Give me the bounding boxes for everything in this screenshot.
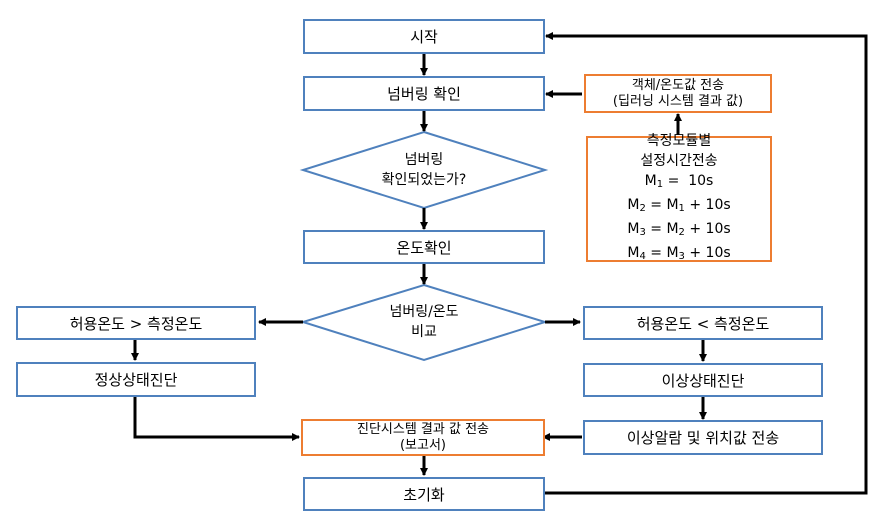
decision-compare-diamond	[299, 283, 549, 362]
result-send-line2: (보고서)	[399, 437, 447, 453]
module-formula-m4: M4 = M3 + 10s	[627, 245, 731, 262]
object-temp-send-line1: 객체/온도값 전송	[631, 77, 725, 93]
start-box: 시작	[303, 19, 545, 54]
normal-diag-label: 정상상태진단	[94, 371, 178, 389]
result-send-box: 진단시스템 결과 값 전송 (보고서)	[301, 419, 545, 456]
alarm-send-box: 이상알람 및 위치값 전송	[583, 420, 823, 455]
decision-compare-label: 넘버링/온도 비교	[324, 302, 524, 342]
alarm-send-label: 이상알람 및 위치값 전송	[626, 429, 780, 447]
decision-numbered-line1: 넘버링	[404, 152, 444, 168]
decision-numbered-label: 넘버링 확인되었는가?	[324, 150, 524, 190]
left-condition-box: 허용온도 > 측정온도	[16, 306, 256, 340]
reset-label: 초기화	[403, 485, 445, 504]
arrow-reset-loop-to-start	[545, 32, 868, 495]
numbering-check-label: 넘버링 확인	[387, 85, 461, 103]
numbering-check-box: 넘버링 확인	[303, 76, 545, 111]
module-formula-m1: M1 = 10s	[644, 173, 714, 190]
object-temp-send-line2: (딥러닝 시스템 결과 값)	[612, 93, 744, 109]
normal-diag-box: 정상상태진단	[16, 362, 256, 397]
module-time-line2: 설정시간전송	[640, 153, 718, 169]
decision-numbered-line2: 확인되었는가?	[381, 172, 467, 188]
decision-compare-line1: 넘버링/온도	[389, 304, 459, 320]
temp-check-box: 온도확인	[303, 230, 545, 264]
module-formula-m2: M2 = M1 + 10s	[627, 197, 731, 214]
left-condition-label: 허용온도 > 측정온도	[69, 314, 203, 333]
right-condition-box: 허용온도 < 측정온도	[583, 306, 823, 340]
abnormal-diag-label: 이상상태진단	[661, 371, 745, 390]
abnormal-diag-box: 이상상태진단	[583, 363, 823, 397]
module-time-line1: 측정모듈별	[646, 133, 712, 149]
result-send-line1: 진단시스템 결과 값 전송	[357, 421, 489, 437]
module-formula-m3: M3 = M2 + 10s	[627, 221, 731, 238]
object-temp-send-box: 객체/온도값 전송 (딥러닝 시스템 결과 값)	[584, 74, 772, 113]
decision-compare-line2: 비교	[411, 324, 437, 340]
right-condition-label: 허용온도 < 측정온도	[636, 314, 770, 333]
start-label: 시작	[410, 28, 438, 46]
temp-check-label: 온도확인	[396, 238, 452, 257]
reset-box: 초기화	[303, 477, 545, 511]
arrow-normal-to-result	[133, 396, 300, 441]
module-time-box: 측정모듈별 설정시간전송 M1 = 10s M2 = M1 + 10s M3 =…	[586, 133, 772, 262]
